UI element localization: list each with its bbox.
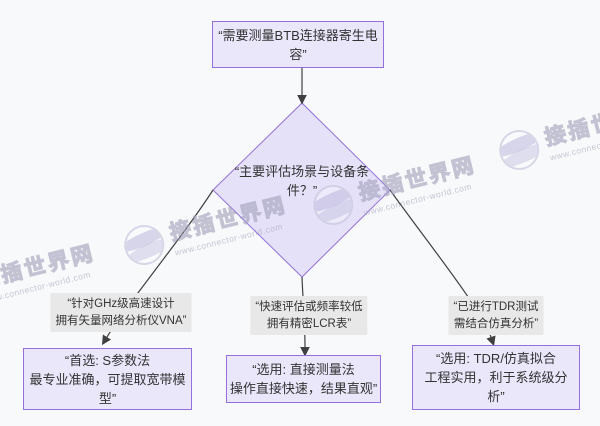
result-node-0: “首选: S参数法 最专业准确，可提取宽带模 型” [23,348,192,410]
start-node: “需要测量BTB连接器寄生电 容” [212,21,384,68]
edge-label-branch-1: “快速评估或频率较低 拥有精密LCR表” [250,296,368,335]
result-node-1: “选用: 直接测量法 操作直接快速，结果直观” [226,355,381,403]
result-node-2: “选用: TDR/仿真拟合 工程实用，利于系统级分 析” [412,345,580,410]
decision-node-label: “主要评估场景与设备条 件？” [234,164,370,198]
edge-label-branch-0: “针对GHz级高速设计 拥有矢量网络分析仪VNA” [50,293,192,332]
edge-label-branch-2: “已进行TDR测试 需结合仿真分析” [448,296,544,335]
